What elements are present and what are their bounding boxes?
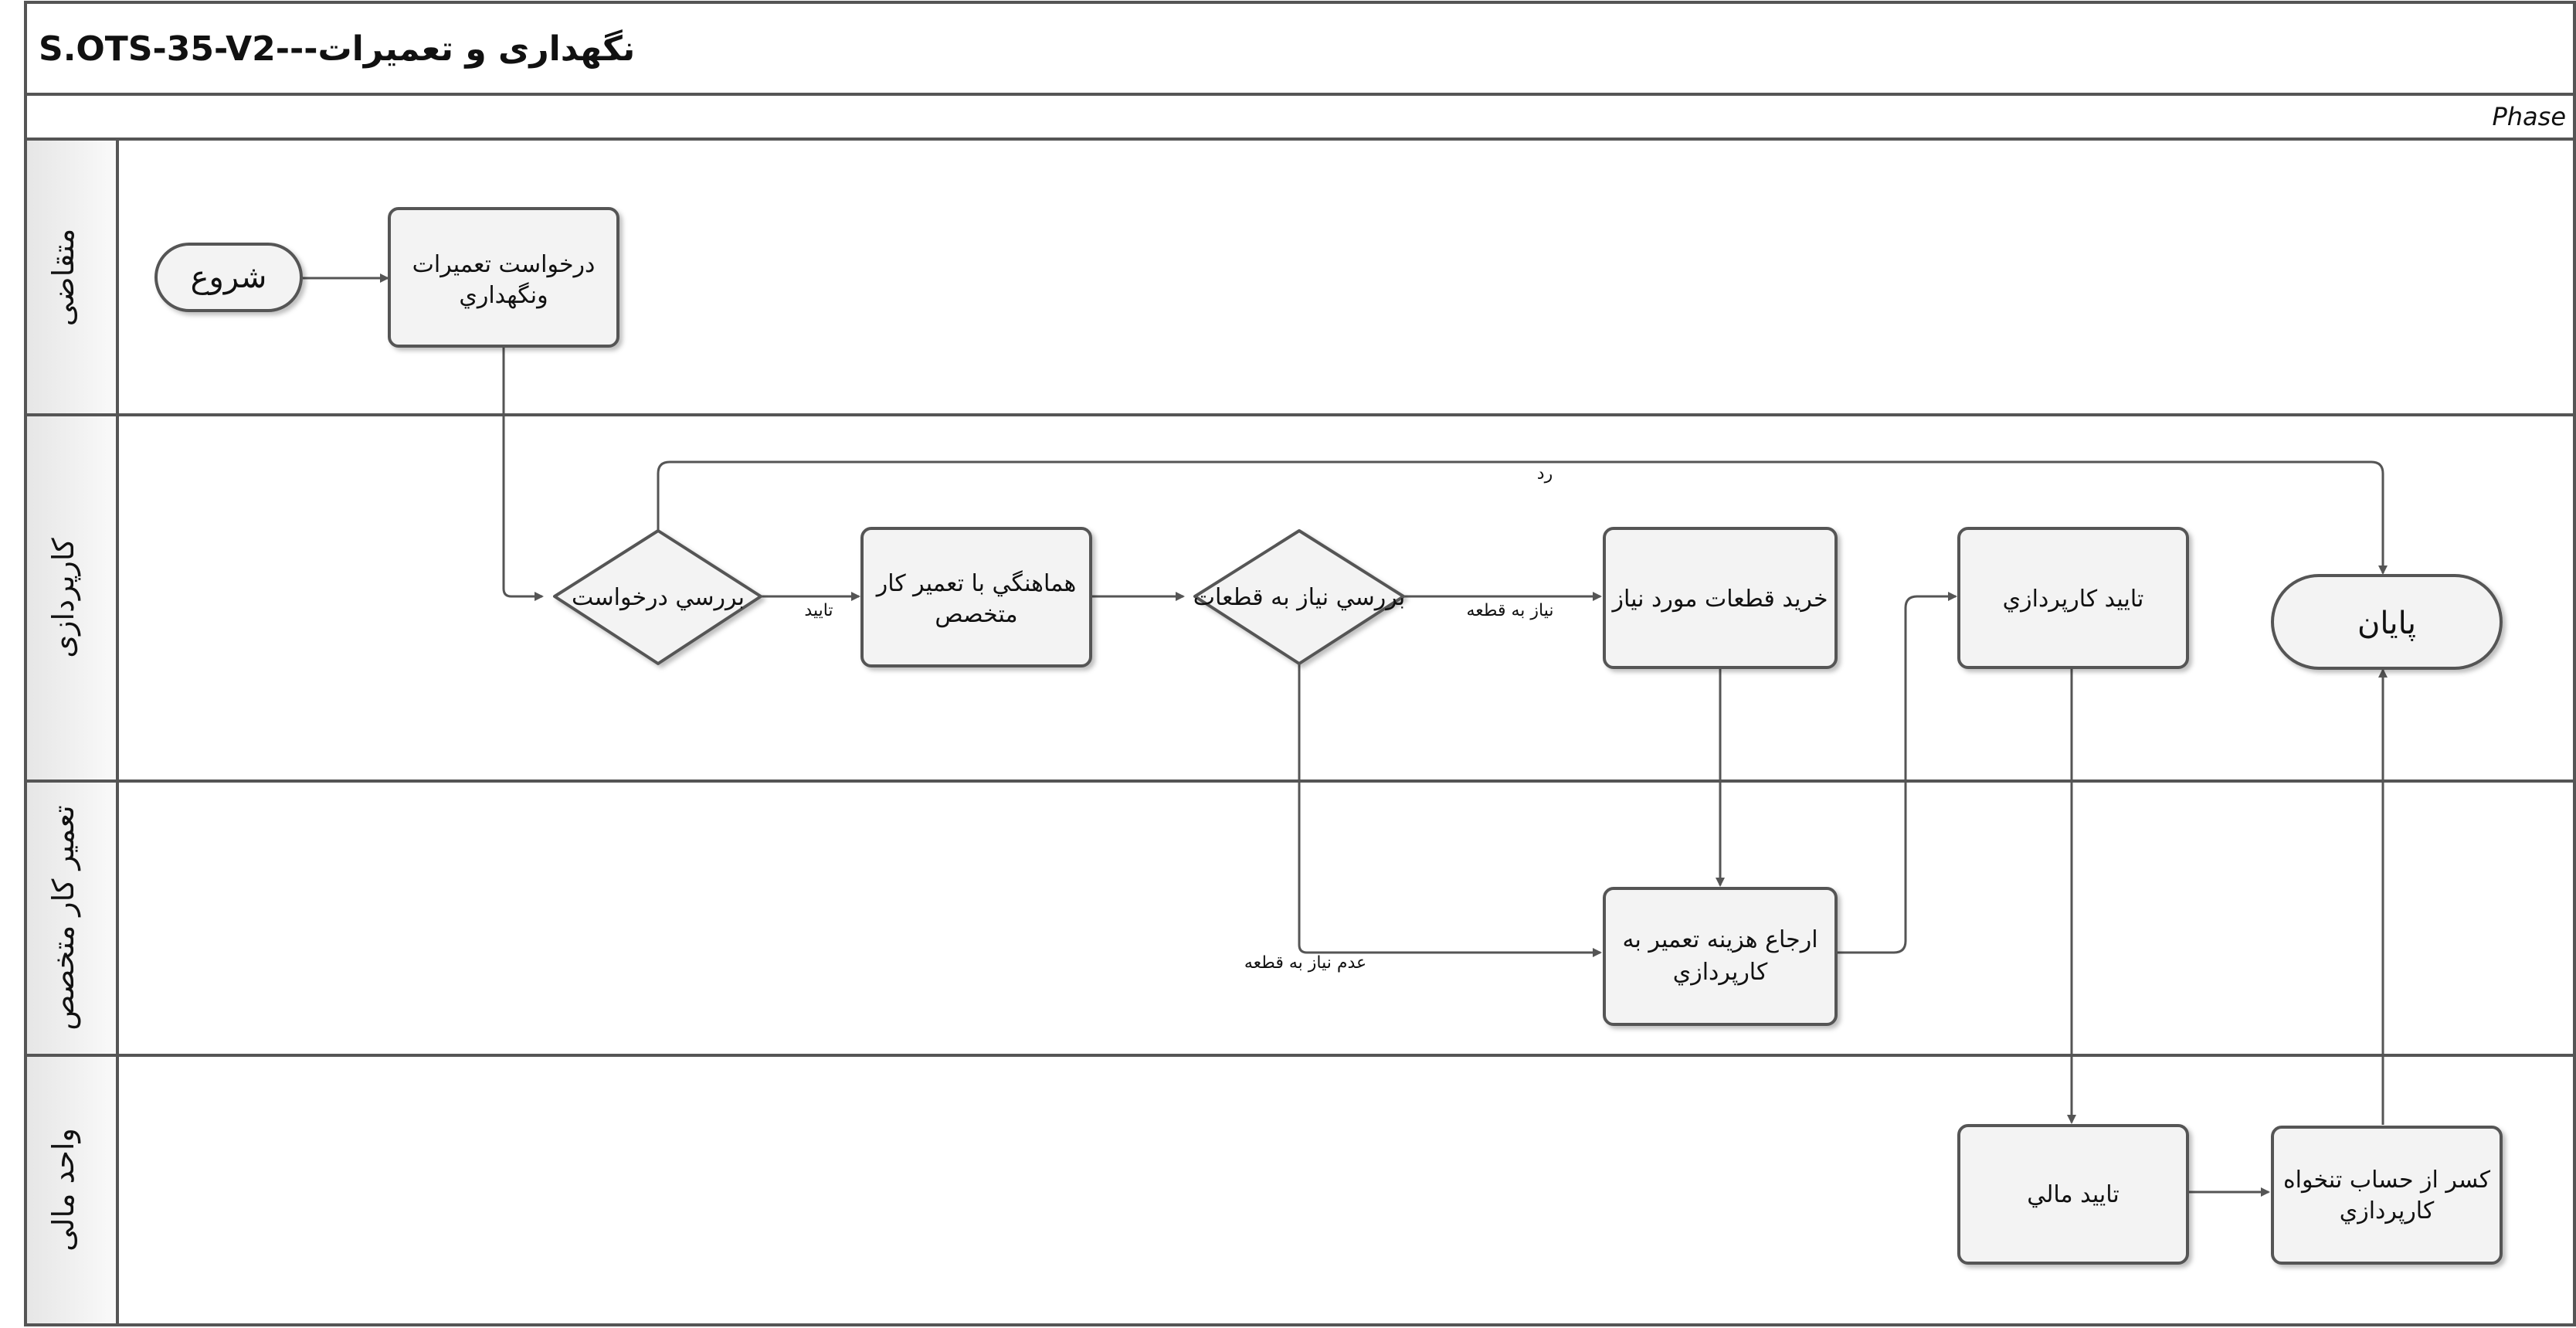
check-parts-decision: بررسي نياز به قطعات (1193, 529, 1405, 665)
edge-request-to-review (502, 346, 544, 601)
check-parts-label: بررسي نياز به قطعات (1193, 584, 1405, 611)
request-label-line1: درخواست تعميرات (412, 251, 596, 278)
title-bar: نگهداری و تعمیرات---S.OTS-35-V2 (25, 29, 2574, 96)
send-cost-node: ارجاع هزينه تعمير به كارپردازي (1603, 887, 1838, 1026)
lane-label-technician: تعمیر کار متخصص (46, 805, 81, 1030)
request-label-line2: ونگهداري (459, 282, 548, 309)
buy-parts-node: خريد قطعات مورد نياز (1603, 527, 1838, 669)
coordinate-label-line2: متخصص (935, 601, 1017, 628)
phase-bar: Phase (25, 102, 2574, 141)
lane-header-column (27, 141, 117, 1323)
start-label: شروع (191, 260, 267, 295)
review-request-label: بررسي درخواست (572, 584, 745, 611)
edge-label-needs-parts: نياز به قطعه (1467, 601, 1554, 620)
lane-label-requester: متقاضی (46, 229, 80, 327)
lane-label-procurement: کارپردازی (46, 538, 81, 658)
approve-finance-node: تاييد مالي (1957, 1124, 2189, 1265)
edge-sendcost-to-approve (1836, 592, 1957, 954)
deduct-label-line2: كارپردازي (2340, 1197, 2435, 1224)
coordinate-node: هماهنگي با تعمير كار متخصص (860, 527, 1092, 667)
edge-label-no-parts: عدم نياز به قطعه (1244, 953, 1366, 973)
send-cost-label-line2: كارپردازي (1673, 959, 1768, 986)
diagram-title: نگهداری و تعمیرات---S.OTS-35-V2 (39, 29, 635, 69)
edge-check-to-sendcost (1298, 664, 1602, 957)
edge-label-reject: رد (1537, 464, 1553, 484)
deduct-label-line1: كسر از حساب تنخواه (2283, 1167, 2491, 1194)
approve-procurement-node: تاييد كارپردازي (1957, 527, 2189, 669)
edge-label-approve: تاييد (804, 601, 833, 620)
deduct-node: كسر از حساب تنخواه كارپردازي (2271, 1126, 2503, 1265)
phase-label: Phase (2492, 102, 2566, 131)
edge-review-to-end (657, 460, 2388, 575)
start-node: شروع (154, 243, 303, 312)
request-node: درخواست تعميرات ونگهداري (388, 207, 619, 348)
end-node: پايان (2271, 574, 2503, 670)
buy-parts-label: خريد قطعات مورد نياز (1610, 586, 1828, 613)
review-request-decision: بررسي درخواست (553, 529, 762, 665)
lane-label-finance: واحد مالی (46, 1128, 81, 1252)
send-cost-label-line1: ارجاع هزينه تعمير به (1622, 926, 1817, 953)
coordinate-label-line1: هماهنگي با تعمير كار (875, 570, 1077, 597)
approve-finance-label: تاييد مالي (2027, 1181, 2120, 1208)
approve-procurement-label: تاييد كارپردازي (2003, 586, 2144, 613)
connectors (303, 273, 2388, 1197)
end-label: پايان (2357, 606, 2416, 641)
